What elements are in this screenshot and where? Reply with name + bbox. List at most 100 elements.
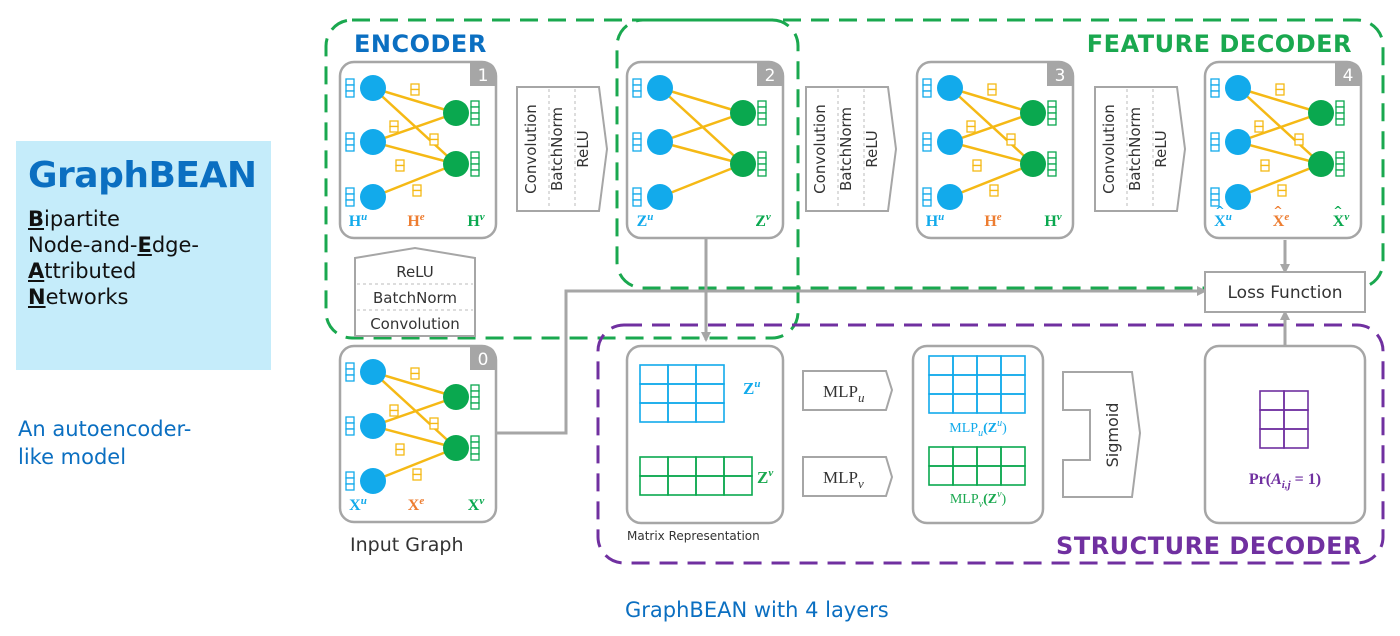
feature-cell [1277, 184, 1287, 192]
feature-cell [470, 100, 480, 108]
feature-vector-icon [632, 187, 642, 207]
feature-vector-icon [1210, 132, 1220, 152]
feature-cell [389, 404, 399, 412]
model-description: An autoencoder- like model [18, 417, 192, 469]
feature-cell [989, 184, 999, 192]
feature-cell [1210, 144, 1220, 152]
feature-cell [345, 483, 355, 491]
feature-vector-icon [345, 416, 355, 436]
feature-vector-icon [470, 435, 480, 461]
edge-feature-label: He [407, 211, 424, 230]
feature-cell [395, 164, 405, 172]
feature-cell [757, 163, 767, 171]
feature-cell [345, 428, 355, 436]
mlp-v-label: MLP [823, 468, 858, 487]
feature-cell [1335, 100, 1345, 108]
feature-cell [922, 144, 932, 152]
feature-cell [1335, 169, 1345, 177]
feature-cell [1254, 120, 1264, 128]
v-node [443, 384, 469, 410]
loss-function-box: Loss Function [1204, 271, 1366, 313]
stacked-op-relu: ReLU [396, 263, 434, 281]
op-batchnorm: BatchNorm [1126, 107, 1144, 191]
feature-vector-icon [429, 133, 439, 146]
graph-edge [1237, 86, 1322, 115]
edge-feature-label: Xe [1273, 211, 1290, 230]
graph-edge [659, 162, 744, 199]
feature-cell [412, 473, 422, 481]
mlp-u-output-matrix [928, 355, 1026, 414]
u-node [647, 75, 673, 101]
feature-vector-icon [1047, 100, 1057, 126]
structure-decoder-region [596, 323, 1385, 565]
feature-cell [470, 453, 480, 461]
feature-cell [922, 132, 932, 140]
graph-edge [372, 111, 457, 144]
feature-vector-icon [345, 132, 355, 152]
probability-box: Pr(Ai,j = 1) [1203, 344, 1367, 525]
feature-vector-icon [345, 187, 355, 207]
feature-cell [389, 125, 399, 133]
feature-cell [1210, 132, 1220, 140]
feature-cell [470, 169, 480, 177]
v-node [443, 435, 469, 461]
feature-cell [345, 138, 355, 146]
u-node [937, 75, 963, 101]
feature-cell [429, 417, 439, 425]
layer-badge [1335, 62, 1361, 86]
feature-cell [922, 84, 932, 92]
feature-cell [389, 120, 399, 128]
feature-vector-icon [345, 78, 355, 98]
mlp-u-grid-cells [928, 355, 1026, 414]
feature-vector-icon [412, 184, 422, 197]
feature-cell [987, 83, 997, 91]
acronym-line-bipartite: Bipartite [28, 207, 120, 231]
feature-cell [922, 90, 932, 98]
feature-vector-icon [429, 417, 439, 430]
feature-cell [1047, 169, 1057, 177]
v-feature-label: Xv [1333, 211, 1350, 230]
feature-vector-icon [412, 468, 422, 481]
structure-decoder-label: STRUCTURE DECODER [1056, 532, 1362, 560]
graph-edge [372, 370, 457, 399]
layer-number: 0 [478, 350, 489, 370]
mlp-u-box: MLPu [802, 370, 894, 411]
zu-grid-cells [639, 364, 725, 423]
feature-cell [1047, 157, 1057, 165]
mlp-u-output-label: MLPu(Zu) [949, 418, 1007, 439]
layer-number: 2 [765, 66, 776, 86]
feature-cell [412, 184, 422, 192]
feature-vector-icon [410, 367, 420, 380]
feature-cell [1210, 90, 1220, 98]
feature-cell [410, 367, 420, 375]
graph-layer-4: 4Xu^Xe^Xv^ [1203, 60, 1363, 240]
feature-cell [1294, 138, 1304, 146]
v-node [1308, 151, 1334, 177]
svg-text:MLPu: MLPu [823, 382, 865, 405]
v-feature-label: Hv [467, 211, 484, 230]
feature-cell [410, 83, 420, 91]
hat-accent: ^ [1333, 204, 1342, 217]
feature-vector-icon [1210, 78, 1220, 98]
u-feature-label: Zu [637, 211, 654, 230]
stacked-op-batchnorm: BatchNorm [373, 289, 457, 307]
ops-arrow-shape [516, 86, 609, 212]
feature-cell [922, 199, 932, 207]
feature-cell [1260, 164, 1270, 172]
zu-matrix [639, 364, 725, 423]
feature-vector-icon [1335, 151, 1345, 177]
u-node [360, 468, 386, 494]
matrix-representation-box: Zu Zv Matrix Representation [625, 344, 785, 543]
feature-vector-icon [1294, 133, 1304, 146]
feature-cell [1260, 159, 1270, 167]
feature-cell [757, 157, 767, 165]
feature-cell [1277, 189, 1287, 197]
edge-feature-label: Xe [408, 495, 425, 514]
feature-cell [395, 159, 405, 167]
graph-edge [1237, 111, 1322, 144]
feature-cell [632, 144, 642, 152]
graph-edge [372, 446, 457, 483]
